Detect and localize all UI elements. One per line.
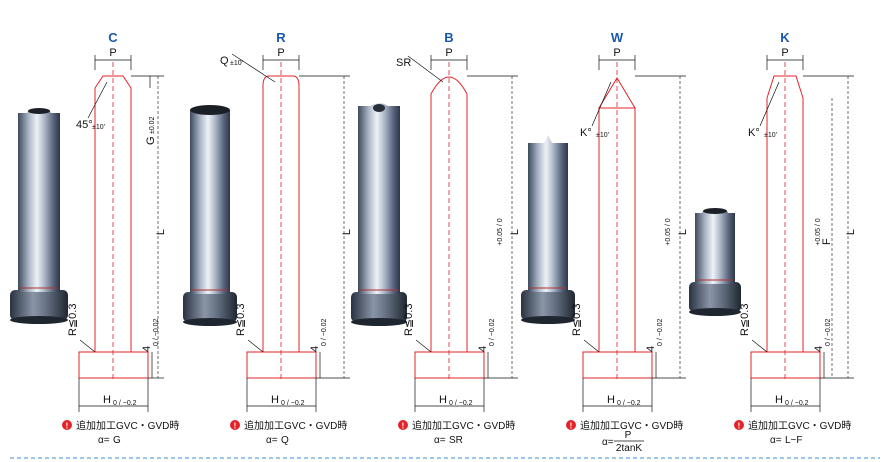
tip-feature-tolerance: ±10' <box>764 132 777 139</box>
tip-feature-label: K° <box>580 127 592 139</box>
alpha-prefix: α= <box>770 435 782 446</box>
corner-radius-label: R≦0.3 <box>739 304 751 336</box>
alpha-prefix: α= <box>434 435 446 446</box>
panel-type-code: K <box>780 30 790 45</box>
tip-feature-label: K° <box>748 127 760 139</box>
pin-photo <box>183 105 237 326</box>
head-width-tolerance: 0 / −0.2 <box>281 400 305 407</box>
length-label: L <box>677 229 689 235</box>
side-dimension-tolerance: ±0.02 <box>149 116 156 134</box>
alert-icon <box>398 420 408 430</box>
alert-icon-mark: ! <box>570 422 573 431</box>
alpha-value: Q <box>281 435 289 446</box>
head-height-label: 4 <box>477 346 489 352</box>
side-dimension-label: G <box>145 136 157 145</box>
pin-photo <box>10 108 68 324</box>
alert-icon-mark: ! <box>738 422 741 431</box>
additional-machining-note: 追加加工GVC・GVD時 <box>244 419 347 432</box>
head-width-label: H <box>607 394 615 406</box>
additional-machining-note: 追加加工GVC・GVD時 <box>580 419 683 432</box>
alert-icon <box>230 420 240 430</box>
panel-type-code: R <box>276 30 286 45</box>
length-label: L <box>155 229 167 235</box>
tip-feature-tolerance: ±10' <box>230 60 243 67</box>
tip-feature-tolerance: ±10' <box>92 124 105 131</box>
tip-feature-label: Q <box>220 55 229 67</box>
alert-icon <box>566 420 576 430</box>
additional-machining-note: 追加加工GVC・GVD時 <box>412 419 515 432</box>
alpha-prefix: α= <box>602 437 614 448</box>
additional-machining-note: 追加加工GVC・GVD時 <box>748 419 851 432</box>
head-width-tolerance: 0 / −0.2 <box>785 400 809 407</box>
tip-feature-label: SR <box>396 57 411 69</box>
head-height-tolerance: 0 / −0.02 <box>489 318 496 346</box>
alpha-denominator: 2tanK <box>616 443 642 454</box>
length-label: L <box>341 229 353 235</box>
tip-feature-tolerance: ±10' <box>596 132 609 139</box>
panel-type-code: C <box>108 30 118 45</box>
alpha-prefix: α= <box>266 435 278 446</box>
head-width-label: H <box>439 394 447 406</box>
p-dimension-label: P <box>277 47 284 59</box>
head-width-label: H <box>775 394 783 406</box>
alpha-prefix: α= <box>98 435 110 446</box>
panel-type-code: W <box>611 30 624 45</box>
length-tolerance: +0.05 / 0 <box>497 218 504 246</box>
head-height-label: 4 <box>645 346 657 352</box>
p-dimension-label: P <box>109 47 116 59</box>
alpha-numerator: P <box>625 430 632 441</box>
alert-icon <box>734 420 744 430</box>
p-dimension-label: P <box>781 47 788 59</box>
alpha-value: G <box>113 435 121 446</box>
head-width-tolerance: 0 / −0.2 <box>617 400 641 407</box>
side-dimension-label: F <box>821 238 833 245</box>
alpha-value: SR <box>449 435 463 446</box>
head-width-label: H <box>103 394 111 406</box>
alert-icon-mark: ! <box>402 422 405 431</box>
side-dimension-tolerance: +0.05 / 0 <box>815 218 822 246</box>
head-width-label: H <box>271 394 279 406</box>
p-dimension-label: P <box>613 47 620 59</box>
additional-machining-note: 追加加工GVC・GVD時 <box>76 419 179 432</box>
p-dimension-label: P <box>445 47 452 59</box>
panel-type-code: B <box>444 30 453 45</box>
corner-radius-label: R≦0.3 <box>67 304 79 336</box>
alert-icon-mark: ! <box>234 422 237 431</box>
tip-feature-label: 45° <box>76 119 93 131</box>
head-height-tolerance: 0 / −0.02 <box>825 318 832 346</box>
head-height-label: 4 <box>141 346 153 352</box>
head-width-tolerance: 0 / −0.2 <box>449 400 473 407</box>
alert-icon-mark: ! <box>66 422 69 431</box>
alpha-value: L−F <box>785 435 803 446</box>
length-label: L <box>845 229 857 235</box>
head-height-label: 4 <box>813 346 825 352</box>
alert-icon <box>62 420 72 430</box>
length-label: L <box>509 229 521 235</box>
corner-radius-label: R≦0.3 <box>235 304 247 336</box>
head-height-tolerance: 0 / −0.02 <box>321 318 328 346</box>
corner-radius-label: R≦0.3 <box>571 304 583 336</box>
head-width-tolerance: 0 / −0.2 <box>113 400 137 407</box>
pin-photo <box>689 208 741 316</box>
corner-radius-label: R≦0.3 <box>403 304 415 336</box>
head-height-label: 4 <box>309 346 321 352</box>
length-tolerance: +0.05 / 0 <box>665 218 672 246</box>
pin-photo <box>351 103 407 326</box>
head-height-tolerance: 0 / −0.02 <box>657 318 664 346</box>
head-height-tolerance: 0 / −0.02 <box>153 318 160 346</box>
pin-photo <box>521 135 575 324</box>
